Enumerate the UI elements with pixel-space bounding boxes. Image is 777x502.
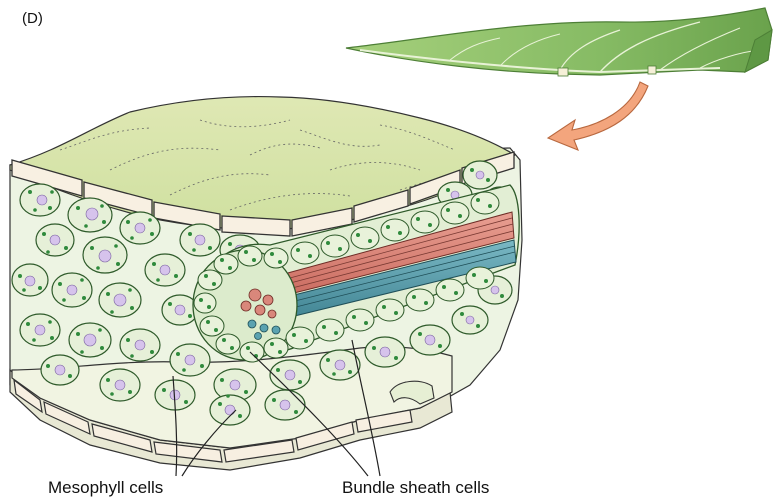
mesophyll-cells-label: Mesophyll cells (48, 478, 163, 498)
leaf-illustration (346, 8, 772, 76)
bundle-sheath-cells-label: Bundle sheath cells (342, 478, 489, 498)
pointer-arrow (548, 82, 648, 150)
